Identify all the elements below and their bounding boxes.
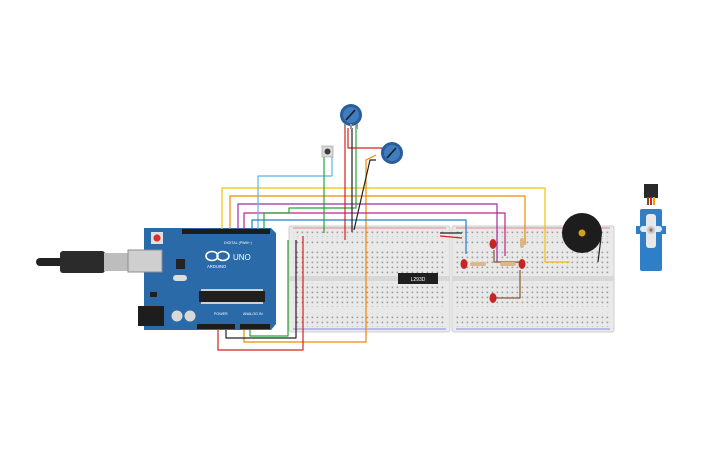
wire-black-bottom[interactable] [225,240,297,339]
digital-header[interactable] [182,229,270,234]
breadboard-left[interactable] [288,225,451,333]
svg-text:UNO: UNO [233,253,251,262]
wire-orange[interactable] [229,195,526,245]
wire-green[interactable] [263,124,357,229]
wires [217,124,602,351]
wire-brown-2[interactable] [494,270,521,299]
analog-header-label: ANALOG IN [243,312,263,316]
usb-cable[interactable] [36,251,129,273]
micro-servo[interactable] [636,184,666,271]
wire-yellow[interactable] [221,187,570,263]
red-led-1[interactable] [489,239,497,249]
resistor-1[interactable] [470,262,486,266]
wire-black-buzzer[interactable] [597,237,602,263]
power-header-label: POWER [214,312,228,316]
breadboard-right[interactable] [451,225,615,333]
potentiometer-right[interactable] [381,142,403,164]
capacitor [171,310,183,322]
usb-port [127,249,163,273]
arduino-logo: ARDUINO UNO [205,250,251,269]
wire-lightblue[interactable] [257,156,333,229]
wire-red-bottom[interactable] [217,236,304,351]
push-button[interactable] [321,145,334,158]
red-led-4[interactable] [489,293,497,303]
arduino-uno-board[interactable]: DIGITAL (PWM~) ARDUINO UNO POWER ANALOG … [127,228,276,330]
potentiometer-left[interactable] [340,104,362,129]
red-led-2[interactable] [460,259,468,269]
usb-chip [176,259,185,269]
ic-label: L293D [411,277,426,283]
piezo-buzzer[interactable] [562,213,602,253]
wire-magenta[interactable] [243,212,506,256]
wire-green-bottom[interactable] [249,240,289,337]
atmega-chip [199,291,265,302]
resistor-3[interactable] [520,238,524,248]
red-led-3[interactable] [518,259,526,269]
analog-header[interactable] [240,324,270,329]
l293d-chip[interactable]: L293D [398,273,438,284]
wire-red-rail[interactable] [439,235,463,239]
digital-header-label: DIGITAL (PWM~) [224,241,252,245]
wire-blue[interactable] [251,219,467,254]
power-jack [138,306,164,326]
power-header[interactable] [197,324,235,329]
wire-purple[interactable] [237,203,498,262]
wire-black-pot[interactable] [353,159,376,231]
resistor-2[interactable] [500,262,516,266]
crystal [173,275,187,281]
wire-red-pot[interactable] [347,128,383,154]
svg-text:ARDUINO: ARDUINO [207,264,227,269]
